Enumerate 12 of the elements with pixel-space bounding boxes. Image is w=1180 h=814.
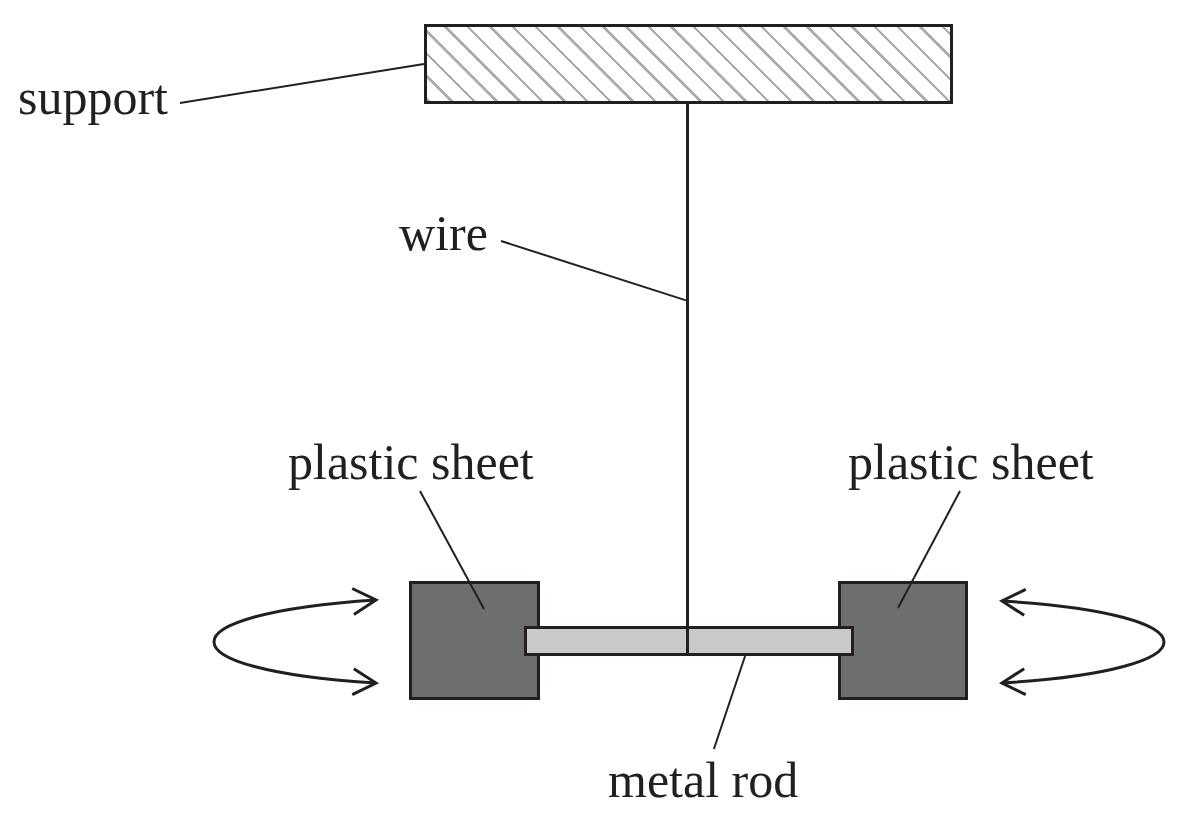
wire: [686, 103, 689, 656]
plastic-sheet: [838, 581, 968, 700]
plastic-sheet: [409, 581, 540, 700]
leader-line: [897, 490, 961, 609]
leader-line: [419, 490, 485, 610]
part-label: wire: [399, 208, 493, 258]
hatched-support-block: [424, 24, 953, 104]
part-label: metal rod: [608, 755, 802, 805]
leader-line: [179, 63, 425, 104]
leader-line: [500, 240, 687, 302]
metal-rod: [524, 626, 854, 656]
leader-line: [712, 655, 747, 750]
